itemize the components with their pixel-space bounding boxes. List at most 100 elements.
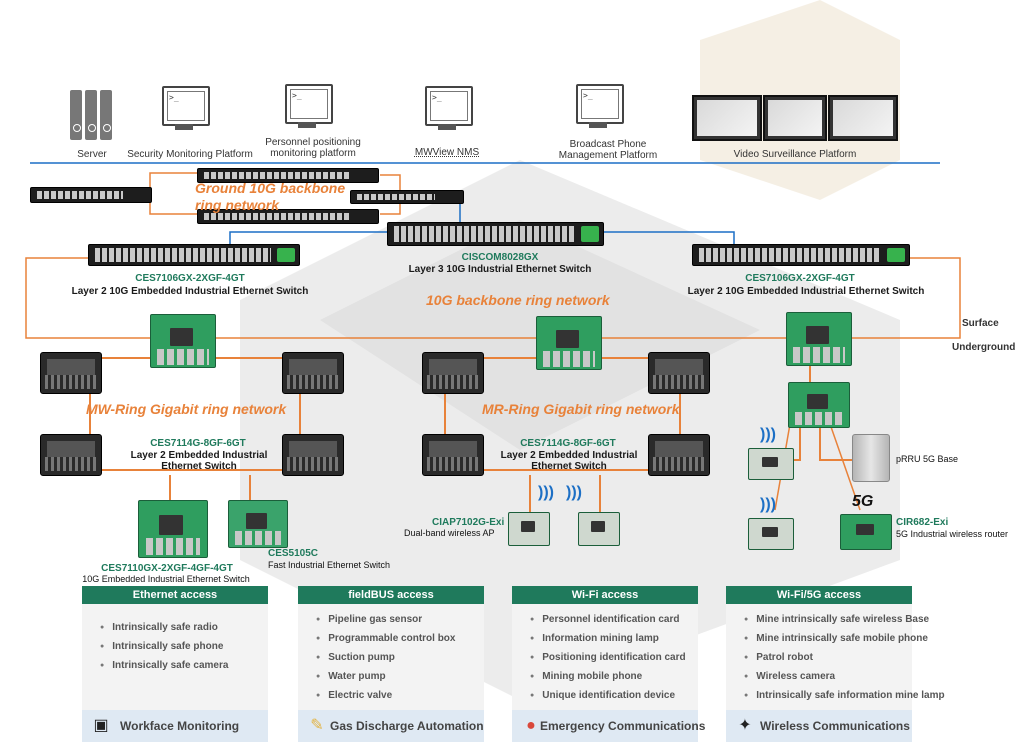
mw-ring-label: MW-Ring Gigabit ring network [86, 401, 287, 417]
backbone-ring-label: 10G backbone ring network [426, 292, 610, 308]
wireless-node-2 [748, 518, 794, 550]
mw-ring-node-1 [40, 352, 102, 394]
list-item: Programmable control box [316, 629, 484, 648]
list-item: Positioning identification card [530, 648, 698, 667]
list-item: Electric valve [316, 686, 484, 705]
center-embedded-board [536, 316, 602, 370]
list-item: Intrinsically safe radio [100, 618, 268, 637]
right-l2-model: CES7106GX-2XGF-4GT [745, 273, 855, 284]
ap-desc: Dual-band wireless AP [404, 528, 495, 538]
mr-ring-label: MR-Ring Gigabit ring network [482, 401, 680, 417]
antenna-icon: ✦ [738, 717, 752, 734]
mw-ring-node-3 [40, 434, 102, 476]
list-item: Suction pump [316, 648, 484, 667]
mr-ring-node-1 [422, 352, 484, 394]
left-l2-model: CES7106GX-2XGF-4GT [135, 273, 245, 284]
list-item: Intrinsically safe camera [100, 656, 268, 675]
list-item: Intrinsically safe information mine lamp [744, 686, 944, 705]
core-switch-desc: Layer 3 10G Industrial Ethernet Switch [408, 264, 592, 275]
5g-badge: 5G [852, 493, 874, 510]
list-item: Wireless camera [744, 667, 912, 686]
underground-label: Underground [952, 342, 1016, 353]
list-item: Intrinsically safe phone [100, 637, 268, 656]
fast-switch-model: CES5105C [268, 548, 319, 559]
list-item: Patrol robot [744, 648, 912, 667]
surface-label: Surface [962, 318, 999, 329]
mw-ring-desc: Layer 2 Embedded Industrial Ethernet Swi… [130, 450, 268, 472]
core-switch-model: CISCOM8028GX [461, 252, 539, 263]
fast-switch [228, 500, 288, 548]
personnel-platform-label: Personnel positioning monitoring platfor… [265, 137, 361, 159]
mw-ring-model: CES7114G-8GF-6GT [150, 438, 246, 449]
right-l2-desc: Layer 2 10G Embedded Industrial Ethernet… [687, 286, 925, 297]
gas-icon: ✎ [310, 717, 324, 734]
wireless-node-1 [748, 448, 794, 480]
list-item: Mine intrinsically safe wireless Base [744, 610, 929, 629]
security-monitor-icon: >_ [162, 86, 210, 126]
list-item: Personnel identification card [530, 610, 698, 629]
router-model: CIR682-Exi [896, 517, 949, 528]
edge-10g-model: CES7110GX-2XGF-4GF-4GT [101, 563, 233, 574]
core-switch [387, 222, 604, 246]
mr-ring-node-2 [648, 352, 710, 394]
panel-footer: Wireless Communications [760, 719, 910, 733]
server-label: Server [77, 149, 107, 160]
ground-ring-label: Ground 10G backbone ring network [195, 180, 346, 213]
personnel-monitor-icon: >_ [285, 84, 333, 124]
wireless-ap-2 [578, 512, 620, 546]
right-l2-switch [692, 244, 910, 266]
ground-switch-4 [197, 209, 379, 224]
wifi-icon: ))) [538, 484, 554, 501]
wifi-icon: ))) [760, 426, 776, 443]
right-ring-board [788, 382, 850, 428]
location-pin-icon: ● [526, 717, 536, 734]
panel-title: Wi-Fi/5G access [726, 586, 912, 604]
nms-monitor-icon: >_ [425, 86, 473, 126]
panel-footer: Workface Monitoring [120, 719, 240, 733]
right-embedded-board [786, 312, 852, 366]
camera-icon: ▣ [93, 717, 109, 734]
panel-title: Ethernet access [82, 586, 268, 604]
mr-ring-node-4 [648, 434, 710, 476]
5g-router [840, 514, 892, 550]
left-embedded-board [150, 314, 216, 368]
list-item: Unique identification device [530, 686, 698, 705]
list-item: Pipeline gas sensor [316, 610, 484, 629]
panel-ethernet-access: Ethernet access Intrinsically safe radio… [82, 586, 268, 742]
video-platform-label: Video Surveillance Platform [733, 149, 857, 160]
prru-desc: pRRU 5G Base [896, 454, 959, 464]
panel-fieldbus-access: fieldBUS access Pipeline gas sensor Prog… [298, 586, 484, 742]
left-l2-desc: Layer 2 10G Embedded Industrial Ethernet… [71, 286, 309, 297]
router-desc: 5G Industrial wireless router [896, 529, 1009, 539]
broadcast-monitor-icon: >_ [576, 84, 624, 124]
ground-switch-1 [30, 187, 152, 203]
security-platform-label: Security Monitoring Platform [127, 149, 253, 160]
ap-model: CIAP7102G-Exi [432, 517, 505, 528]
left-l2-switch [88, 244, 300, 266]
wifi-icon: ))) [566, 484, 582, 501]
list-item: Information mining lamp [530, 629, 698, 648]
mw-ring-node-4 [282, 434, 344, 476]
panel-footer: Emergency Communications [540, 719, 706, 733]
mw-ring-node-2 [282, 352, 344, 394]
prru-unit [852, 434, 890, 482]
nms-label: MWView NMS [414, 147, 480, 158]
ground-switch-3 [350, 190, 464, 204]
ground-switch-2 [197, 168, 379, 183]
panel-footer: Gas Discharge Automation [330, 719, 484, 733]
mr-ring-node-3 [422, 434, 484, 476]
edge-10g-switch [138, 500, 208, 558]
wireless-ap-1 [508, 512, 550, 546]
mr-ring-desc: Layer 2 Embedded Industrial Ethernet Swi… [500, 450, 638, 472]
mr-ring-model: CES7114G-8GF-6GT [520, 438, 616, 449]
list-item: Mine intrinsically safe mobile phone [744, 629, 928, 648]
panel-title: fieldBUS access [298, 586, 484, 604]
panel-wifi-5g-access: Wi-Fi/5G access Mine intrinsically safe … [726, 586, 945, 742]
fast-switch-desc: Fast Industrial Ethernet Switch [268, 560, 391, 570]
list-item: Water pump [316, 667, 484, 686]
panel-title: Wi-Fi access [512, 586, 698, 604]
panel-wifi-access: Wi-Fi access Personnel identification ca… [512, 586, 705, 742]
list-item: Mining mobile phone [530, 667, 698, 686]
edge-10g-desc: 10G Embedded Industrial Ethernet Switch [82, 574, 250, 584]
wifi-icon: ))) [760, 496, 776, 513]
